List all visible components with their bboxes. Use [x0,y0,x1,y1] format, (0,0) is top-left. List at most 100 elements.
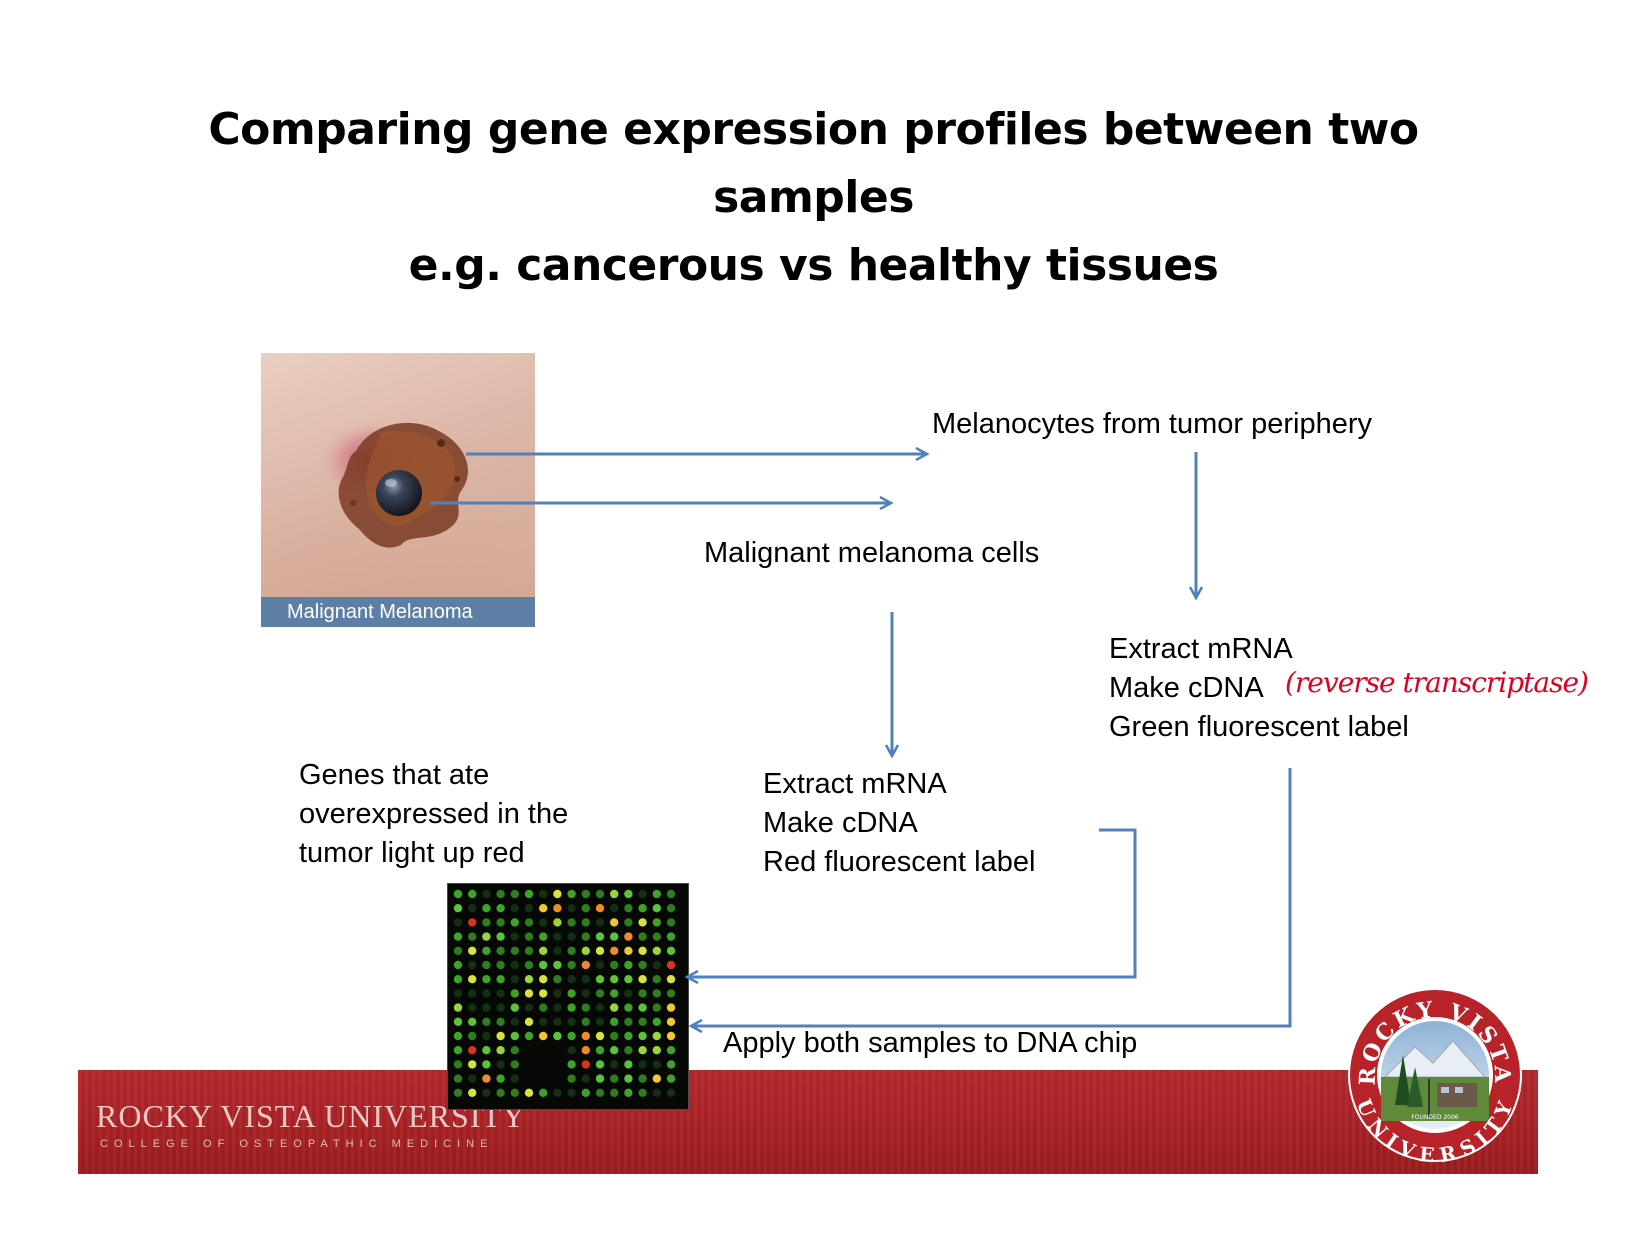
microarray-spot [624,989,633,998]
microarray-spots [453,889,676,1097]
microarray-spot [510,1046,519,1055]
microarray-spot [453,1074,463,1083]
microarray-spot [624,946,633,955]
microarray-spot [624,1003,633,1012]
microarray-spot [482,960,491,970]
red-step-1: Extract mRNA [763,768,947,800]
microarray-spot [581,1003,590,1012]
microarray-spot [510,1031,519,1041]
microarray-spot [453,1046,463,1055]
microarray-spot [553,1003,562,1012]
microarray-spot [567,989,576,998]
microarray-spot [652,1003,661,1012]
microarray-spot [496,975,505,984]
microarray-spot [567,1046,576,1055]
microarray-spot [553,1031,562,1041]
microarray-spot [510,1074,519,1083]
microarray-spot [524,989,534,998]
green-step-1: Extract mRNA [1109,633,1293,665]
microarray-spot [666,946,676,955]
microarray-spot [666,904,676,913]
microarray-spot [453,989,463,998]
slide-title: Comparing gene expression profiles betwe… [0,96,1627,300]
microarray-spot [496,1046,505,1055]
microarray-spot [524,889,534,899]
microarray-spot [510,989,519,998]
microarray-spot [524,1003,534,1012]
microarray-spot [482,946,491,955]
microarray-spot [553,932,562,941]
microarray-spot [638,889,647,899]
microarray-spot [666,1074,676,1083]
microarray-spot [539,960,548,970]
microarray-spot [524,1031,534,1041]
microarray-spot [638,975,647,984]
microarray-spot [510,932,519,941]
microarray-spot [610,1003,619,1012]
microarray-spot [468,932,477,941]
microarray-spot [453,1031,463,1041]
microarray-spot [539,889,548,899]
microarray-spot [468,1017,477,1026]
microarray-spot [638,1003,647,1012]
microarray-spot [652,989,661,998]
microarray-spot [595,889,605,899]
microarray-spot [567,1031,576,1041]
microarray-spot [624,1088,633,1097]
microarray-spot [468,918,477,927]
microarray-spot [610,946,619,955]
microarray-spot [666,918,676,927]
microarray-spot [567,1003,576,1012]
microarray-spot [539,989,548,998]
microarray-spot [581,918,590,927]
microarray-spot [482,904,491,913]
microarray-spot [638,1031,647,1041]
microarray-spot [482,1017,491,1026]
microarray-spot [482,889,491,899]
microarray-spot [524,960,534,970]
microarray-spot [638,904,647,913]
microarray-spot [482,1088,491,1097]
microarray-spot [666,1046,676,1055]
microarray-spot [666,1088,676,1097]
label-malignant-cells: Malignant melanoma cells [704,537,1040,569]
microarray-spot [567,932,576,941]
microarray-spot [567,904,576,913]
title-line-1: Comparing gene expression profiles betwe… [208,104,1419,155]
microarray-spot [468,904,477,913]
microarray-spot [666,1031,676,1041]
microarray-spot [652,960,661,970]
microarray-spot [524,932,534,941]
microarray-spot [468,946,477,955]
microarray-spot [666,1060,676,1069]
microarray-spot [510,889,519,899]
microarray-spot [581,1017,590,1026]
microarray-spot [567,1017,576,1026]
label-apply-chip: Apply both samples to DNA chip [723,1027,1138,1059]
microarray-spot [453,1003,463,1012]
genes-note: Genes that ate overexpressed in the tumo… [299,756,568,873]
red-step-2: Make cDNA [763,807,918,839]
microarray-spot [666,960,676,970]
green-step-list: Extract mRNA Make cDNA Green fluorescent… [1109,630,1409,747]
microarray-spot [496,960,505,970]
microarray-spot [482,1003,491,1012]
microarray-spot [581,904,590,913]
microarray-spot [482,989,491,998]
title-line-3: e.g. cancerous vs healthy tissues [408,240,1219,291]
microarray-spot [638,1060,647,1069]
microarray-spot [496,1074,505,1083]
microarray-spot [496,1017,505,1026]
microarray-spot [496,946,505,955]
microarray-spot [652,1088,661,1097]
microarray-spot [581,975,590,984]
microarray-spot [652,889,661,899]
microarray-spot [581,889,590,899]
microarray-spot [553,889,562,899]
microarray-spot [539,946,548,955]
melanoma-lesion-image [321,421,468,548]
microarray-spot [553,904,562,913]
microarray-spot [553,1017,562,1026]
microarray-spot [482,1074,491,1083]
microarray-spot [510,1088,519,1097]
